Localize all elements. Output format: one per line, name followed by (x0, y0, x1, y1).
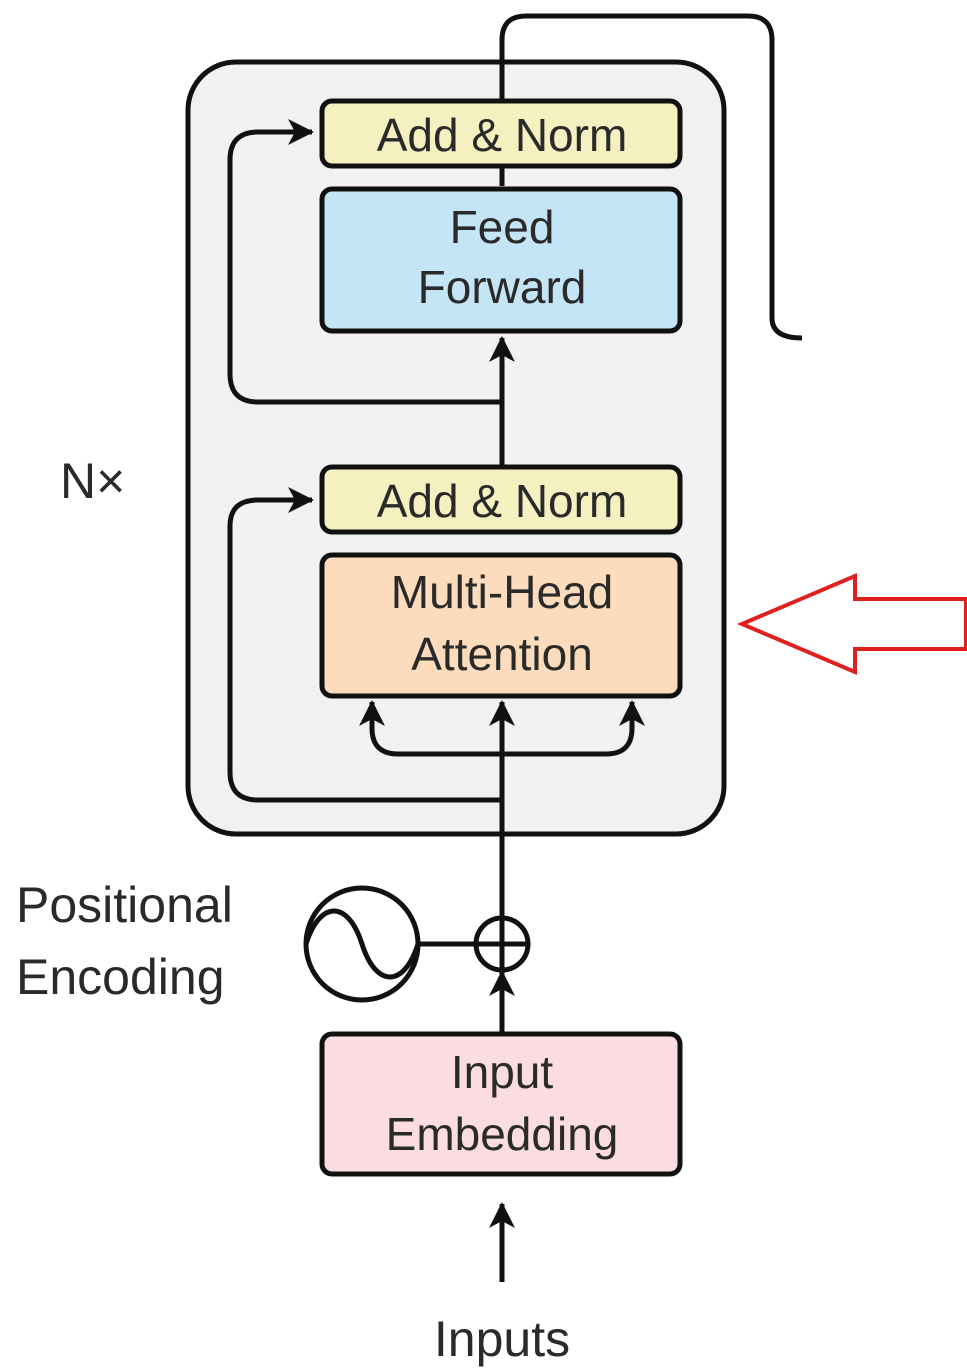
sine-wave-icon (303, 908, 421, 980)
multi-head-attention-block (319, 552, 683, 699)
feed-forward-label-line1: Feed (450, 201, 555, 253)
input-embedding-block (319, 1031, 683, 1177)
feed-forward-label-line2: Forward (418, 261, 587, 313)
highlight-arrow-icon (736, 572, 967, 676)
multi-head-attention-label-line1: Multi-Head (391, 566, 613, 618)
add-norm-top-block (319, 98, 683, 169)
feed-forward-block (319, 186, 683, 334)
positional-encoding-label-line2: Encoding (16, 949, 225, 1005)
input-embedding-label-line2: Embedding (386, 1108, 619, 1160)
attention-right-input-arrow (502, 700, 645, 757)
multi-head-attention-label-line2: Attention (411, 628, 593, 680)
encoder-layer-container (185, 59, 727, 837)
encoder-output-line (499, 13, 803, 341)
add-norm-top-label: Add & Norm (377, 109, 628, 161)
add-norm-bottom-label: Add & Norm (377, 475, 628, 527)
inputs-label: Inputs (434, 1311, 570, 1367)
add-norm-bottom-block (319, 464, 683, 535)
feedforward-residual-arrow (227, 119, 502, 405)
input-embedding-label-line1: Input (451, 1046, 554, 1098)
attention-left-input-arrow (359, 700, 502, 757)
positional-encoding-label-line1: Positional (16, 877, 233, 933)
repeat-count-label: N× (60, 453, 125, 509)
attention-residual-arrow (227, 487, 502, 803)
